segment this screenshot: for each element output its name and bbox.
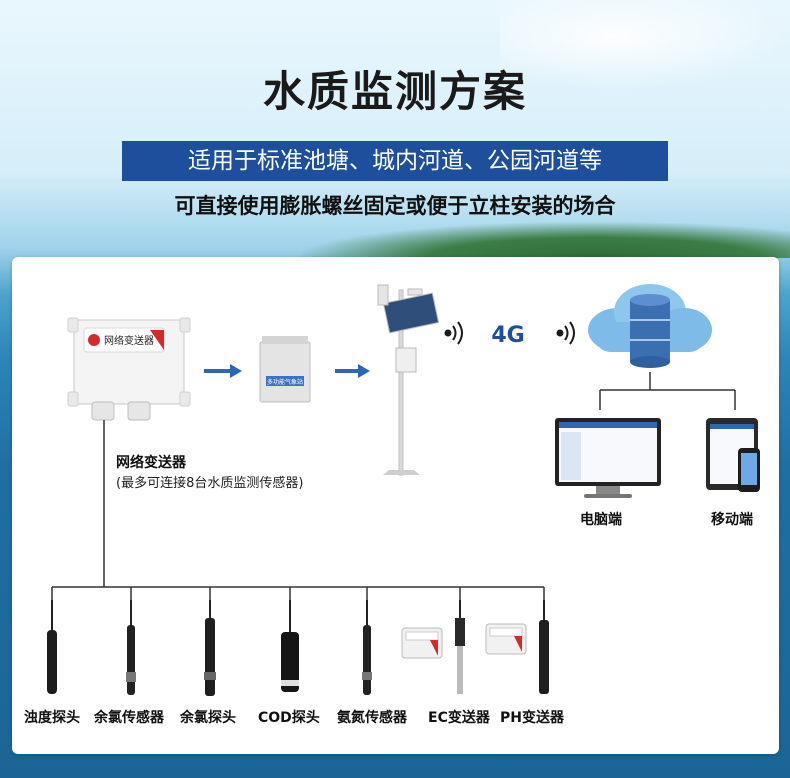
page-title: 水质监测方案 [262,67,527,116]
application-banner: 适用于标准池塘、城内河道、公园河道等 [122,141,668,181]
installation-subtitle: 可直接使用膨胀螺丝固定或便于立柱安装的场合 [174,194,616,218]
residual-chlorine-sensor [126,600,136,695]
wireless-signal-icon [444,321,463,345]
mobile-label: 移动端 [711,512,753,528]
transmitter-note: (最多可连接8台水质监测传感器) [116,476,304,491]
sensor-label: EC变送器 [428,710,490,726]
sensor-label: 氨氮传感器 [337,710,407,726]
cloud-branch-lines [599,372,736,410]
ec-transmitter [401,600,465,694]
ammonia-nitrogen-sensor [362,600,372,695]
pc-label: 电脑端 [580,512,622,528]
enclosure-tag: 多功能气象站 [267,378,303,386]
wireless-signal-icon [556,321,575,345]
island-silhouette [300,222,790,258]
residual-chlorine-probe [204,600,216,696]
sensor-label: 浊度探头 [24,710,80,726]
field-enclosure: 多功能气象站 [259,336,311,403]
desktop-computer-icon [555,418,661,498]
sensor-label: PH变送器 [500,710,564,726]
mobile-devices-icon [706,418,760,492]
monitoring-station [377,284,440,476]
ph-transmitter [485,600,549,694]
solar-panel-icon [382,292,440,334]
cloud-database-icon [588,284,712,368]
sensor-label: 余氯探头 [180,710,236,726]
sensor-label: 余氯传感器 [94,710,164,726]
sensor-drop-lines [51,587,545,600]
transmitter-label: 网络变送器 [116,455,186,471]
turbidity-probe [47,600,57,694]
network-transmitter-device: 网络变送器 [67,317,191,421]
transmitter-box-text: 网络变送器 [104,334,154,347]
network-label: 4G [491,323,524,348]
cod-probe [281,600,299,692]
sensor-label: COD探头 [258,710,320,726]
brand-logo-icon [88,334,100,346]
clouds [500,0,790,90]
